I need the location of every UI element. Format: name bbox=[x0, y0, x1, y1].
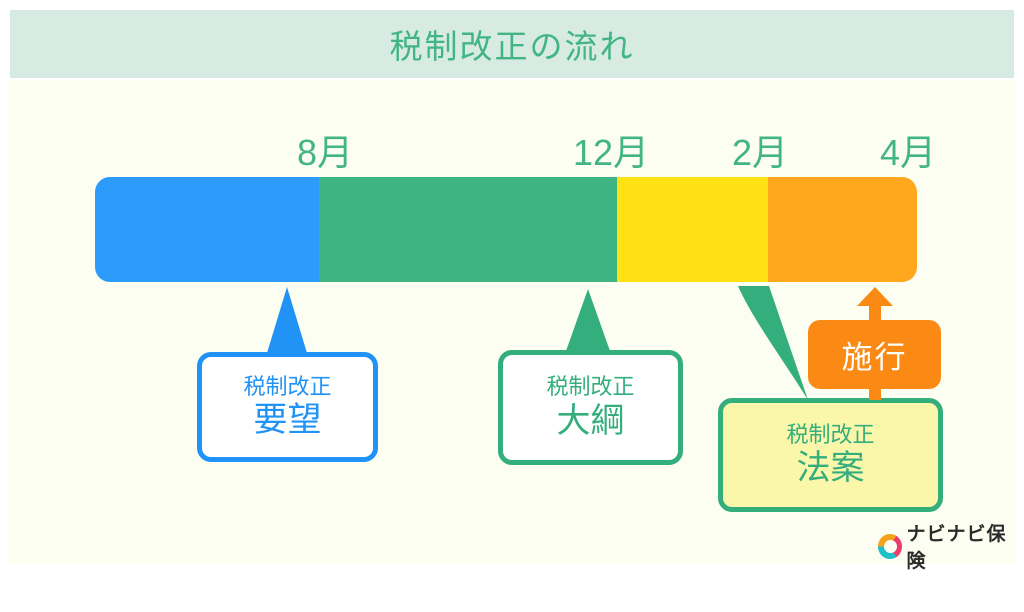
timeline-bar bbox=[95, 177, 917, 282]
callout-outline-line2: 大綱 bbox=[556, 401, 625, 440]
enforcement-box: 施行 bbox=[808, 320, 941, 389]
month-label-april: 4月 bbox=[879, 132, 937, 173]
callout-bill-line1: 税制改正 bbox=[786, 421, 875, 447]
callout-outline-box: 税制改正 大綱 bbox=[498, 350, 683, 465]
callout-request-box: 税制改正 要望 bbox=[197, 352, 378, 462]
callout-request-line1: 税制改正 bbox=[243, 373, 332, 399]
brand-logo: ナビナビ保険 bbox=[878, 524, 1024, 572]
callout-bill-box: 税制改正 法案 bbox=[718, 398, 943, 512]
month-label-august: 8月 bbox=[296, 132, 354, 173]
page-title: 税制改正の流れ bbox=[389, 28, 635, 65]
callout-pointer-request bbox=[267, 287, 307, 353]
logo-ring-icon bbox=[878, 533, 903, 559]
enforcement-connector bbox=[869, 388, 881, 400]
callout-bill-line2: 法案 bbox=[796, 449, 865, 488]
callout-outline-line1: 税制改正 bbox=[546, 374, 635, 400]
month-label-december: 12月 bbox=[572, 132, 650, 173]
title-banner: 税制改正の流れ bbox=[10, 10, 1014, 78]
bar-segment-outline-period bbox=[319, 177, 617, 282]
arrow-up-icon bbox=[857, 287, 893, 306]
logo-text: ナビナビ保険 bbox=[906, 524, 1007, 572]
bar-segment-bill-period bbox=[617, 177, 768, 282]
arrow-up-stem bbox=[869, 304, 881, 322]
bar-segment-enforcement-period bbox=[768, 177, 917, 282]
callout-request-line2: 要望 bbox=[253, 401, 322, 440]
bar-segment-request-period bbox=[95, 177, 319, 282]
callout-pointer-outline bbox=[566, 289, 610, 351]
callout-pointer-bill bbox=[738, 286, 808, 400]
month-label-february: 2月 bbox=[731, 132, 789, 173]
